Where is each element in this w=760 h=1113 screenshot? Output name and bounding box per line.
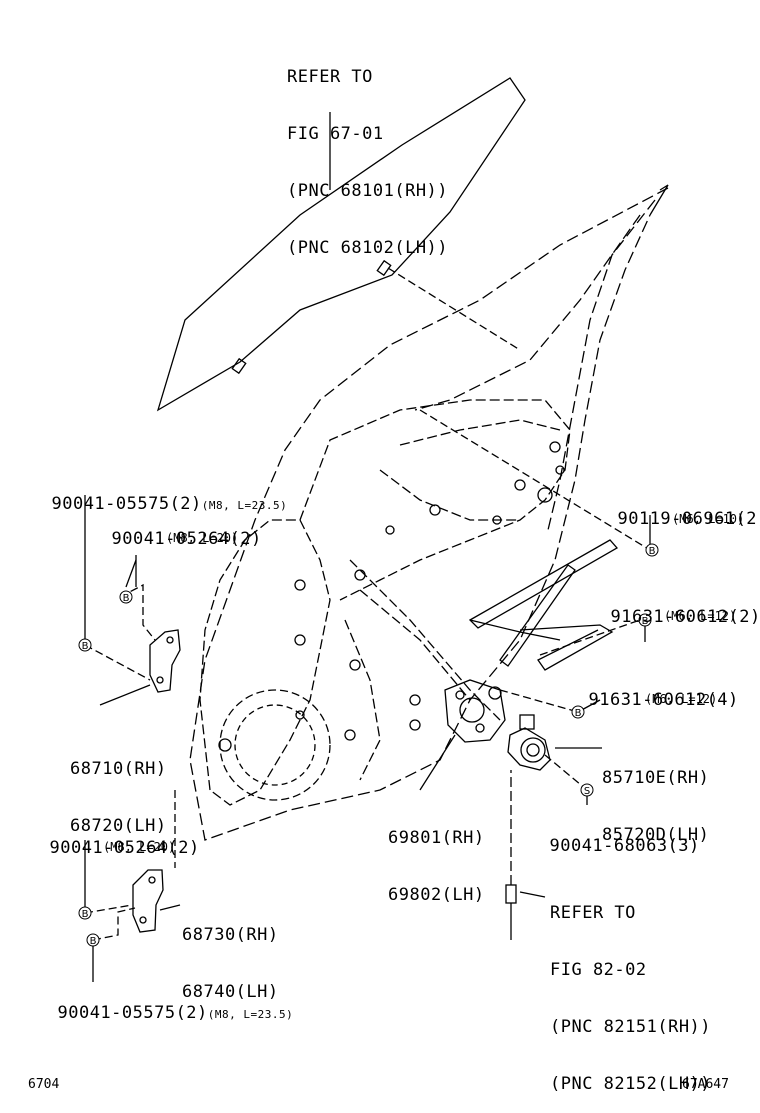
marker-b: B <box>571 705 585 719</box>
marker-b: B <box>645 543 659 557</box>
part-number: 90041-05575(2) <box>51 494 202 514</box>
svg-text:B: B <box>649 546 656 557</box>
figure-code: 67A647 <box>682 1077 729 1092</box>
bolt-spec: (M8, L=23.5) <box>207 1008 294 1021</box>
regulator-labels: 69801(RH) 69802(LH) <box>388 791 485 924</box>
marker-s: S <box>580 783 594 797</box>
upper-hinge-labels: 68710(RH) 68720(LH) <box>70 722 167 855</box>
harness-reference: REFER TO FIG 82-02 (PNC 82151(RH)) (PNC … <box>550 866 711 1113</box>
ref-line: (PNC 68102(LH)) <box>287 238 449 258</box>
marker-b: B <box>86 933 100 947</box>
bolt-callout: 90041-68063(3) <box>528 818 700 856</box>
bolt-spec: (M8, L=20) <box>103 840 176 854</box>
marker-b: B <box>78 638 92 652</box>
part-number: 69801(RH) <box>388 828 485 848</box>
ref-line: (PNC 82151(RH)) <box>550 1017 712 1037</box>
part-number: 69802(LH) <box>388 885 485 905</box>
part-number: 91631-60612(2) <box>610 607 760 627</box>
svg-text:B: B <box>82 641 89 652</box>
bolt-callout: 90119-06961(2) <box>596 491 760 529</box>
part-number: 68740(LH) <box>182 982 279 1002</box>
window-glass <box>156 77 526 412</box>
marker-b: B <box>638 613 652 627</box>
svg-text:S: S <box>584 786 590 797</box>
marker-b: B <box>119 590 133 604</box>
lower-hinge <box>132 869 164 933</box>
ref-line: FIG 82-02 <box>550 960 647 980</box>
ref-line: (PNC 82152(LH)) <box>550 1074 712 1094</box>
bolt-callout: 90041-05264(2) <box>28 820 200 858</box>
svg-text:B: B <box>123 593 130 604</box>
bolt-callout: 90041-05575(2)(M8, L=23.5) <box>36 985 293 1024</box>
svg-text:B: B <box>82 909 89 920</box>
part-number: 85720D(LH) <box>602 825 710 845</box>
marker-b: B <box>78 906 92 920</box>
part-number: 91631-60612(4) <box>588 690 739 710</box>
svg-text:B: B <box>90 936 97 947</box>
ref-line: (PNC 68101(RH)) <box>287 181 449 201</box>
page-number: 6704 <box>28 1077 60 1092</box>
ref-line: REFER TO <box>287 67 373 87</box>
motor-labels: 85710E(RH) 85720D(LH) <box>602 731 709 864</box>
svg-text:B: B <box>575 708 582 719</box>
ref-line: REFER TO <box>550 903 636 923</box>
door-frame <box>189 187 669 841</box>
part-number: 90041-05264(2) <box>111 529 262 549</box>
regulator-gear <box>444 679 506 743</box>
bolt-spec: (M6, L=12) <box>664 609 737 623</box>
part-number: 90041-05575(2) <box>57 1003 208 1023</box>
part-number: 85710E(RH) <box>602 768 710 788</box>
ref-line: FIG 67-01 <box>287 124 384 144</box>
bolt-callout: 91631-60612(2) <box>589 589 760 627</box>
bolt-spec: (M6, L=10) <box>672 512 745 526</box>
part-number: 68720(LH) <box>70 816 167 836</box>
part-number: 68730(RH) <box>182 925 279 945</box>
bolt-spec: (M6, L=12) <box>645 692 718 706</box>
glass-reference: REFER TO FIG 67-01 (PNC 68101(RH)) (PNC … <box>287 30 448 277</box>
part-number: 68710(RH) <box>70 759 167 779</box>
upper-hinge <box>149 629 181 693</box>
bolt-callout: 90041-05264(2) <box>90 511 262 549</box>
bolt-callout: 91631-60612(4) <box>567 672 739 710</box>
part-number: 90041-68063(3) <box>549 836 700 856</box>
bolt-spec: (M8, L=20) <box>166 531 239 545</box>
lower-hinge-labels: 68730(RH) 68740(LH) <box>182 888 279 1021</box>
bolt-callout: 90041-05575(2)(M8, L=23.5) <box>30 476 287 515</box>
part-number: 90119-06961(2) <box>617 509 760 529</box>
part-number: 90041-05264(2) <box>49 838 200 858</box>
bolt-spec: (M8, L=23.5) <box>201 499 288 512</box>
window-motor <box>507 727 551 771</box>
svg-text:B: B <box>642 616 649 627</box>
